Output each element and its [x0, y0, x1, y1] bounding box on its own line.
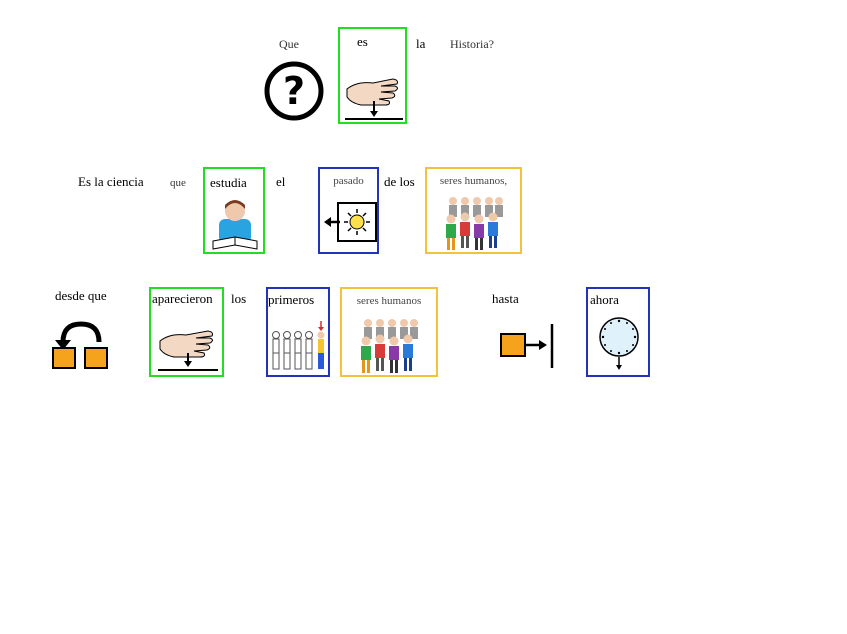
word-los: los: [231, 291, 247, 306]
word-la: la: [416, 36, 426, 51]
label-primeros: primeros: [268, 292, 315, 307]
card-ahora: ahora: [586, 287, 650, 377]
hand-point-down-icon: [345, 78, 403, 120]
hand-point-down-icon-2: [158, 330, 218, 371]
question-icon: ?: [264, 61, 324, 121]
until-arrow-icon: [500, 324, 554, 368]
card-aparecieron: aparecieron: [149, 287, 224, 377]
label-estudia: estudia: [210, 175, 247, 190]
card-primeros: primeros: [266, 287, 330, 377]
word-que: Que: [279, 37, 299, 51]
word-hasta: hasta: [492, 291, 519, 306]
svg-text:?: ?: [283, 69, 305, 113]
card-seres-humanos-1: seres humanos,: [425, 167, 522, 254]
card-es: es: [338, 27, 407, 124]
word-que-2: que: [170, 177, 186, 189]
label-aparecieron: aparecieron: [152, 292, 213, 306]
undo-boxes-icon: [52, 321, 108, 369]
label-seres-humanos-1: seres humanos,: [439, 175, 508, 187]
label-es: es: [357, 34, 368, 49]
card-estudia: estudia: [203, 167, 265, 254]
word-historia: Historia?: [450, 37, 494, 51]
past-arrow-sun-icon: [324, 202, 377, 242]
phrase-es-la-ciencia: Es la ciencia: [78, 174, 144, 189]
people-group-icon: [446, 197, 503, 250]
card-pasado: pasado: [318, 167, 379, 254]
people-group-icon-2: [361, 319, 418, 373]
student-reading-icon: [212, 200, 258, 250]
phrase-desde-que: desde que: [55, 288, 107, 303]
word-de-los: de los: [384, 174, 415, 189]
label-ahora: ahora: [590, 292, 619, 307]
label-pasado: pasado: [333, 175, 364, 187]
label-seres-humanos-2: seres humanos: [356, 295, 422, 307]
clock-now-icon: [599, 317, 639, 370]
word-el: el: [276, 174, 286, 189]
first-people-icon: [272, 321, 325, 370]
card-seres-humanos-2: seres humanos: [340, 287, 438, 377]
